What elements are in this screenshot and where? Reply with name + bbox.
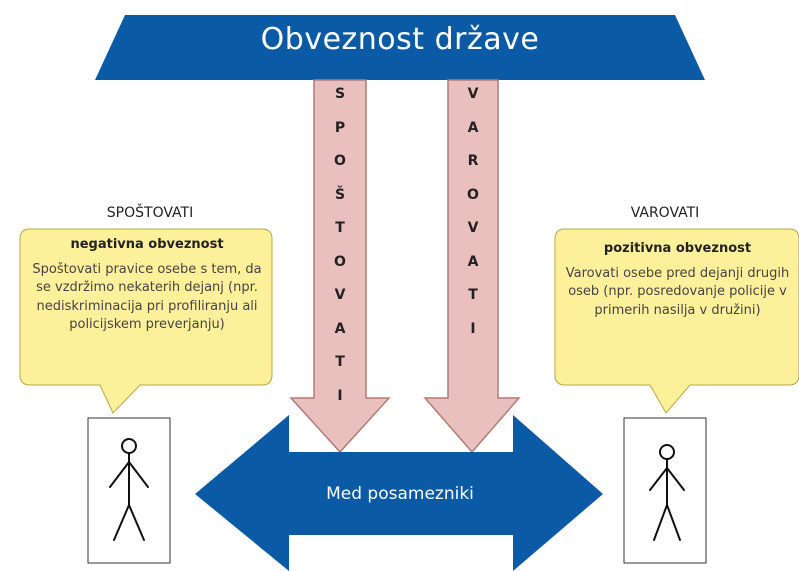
protect-arrow-letter: T	[468, 287, 478, 303]
positive-obligation-bubble	[554, 228, 799, 414]
respect-arrow-letter: O	[334, 153, 346, 169]
protect-arrow	[423, 79, 521, 454]
respect-arrow-letter: P	[334, 119, 346, 136]
between-individuals-arrow	[195, 415, 603, 571]
respect-heading: SPOŠTOVATI	[106, 205, 194, 221]
respect-arrow-letter: A	[334, 320, 346, 337]
between-individuals-label: Med posamezniki	[326, 484, 474, 504]
respect-arrow-letter: O	[334, 253, 346, 270]
respect-arrow-letter: V	[334, 287, 346, 303]
respect-arrow-letter: I	[337, 387, 343, 404]
protect-heading: VAROVATI	[630, 205, 700, 221]
respect-arrow-letter: T	[335, 354, 345, 370]
negative-obligation-description: Spoštovati pravice osebe s tem, da se vz…	[32, 261, 262, 333]
negative-obligation-text-block: negativna obveznost Spoštovati pravice o…	[28, 236, 266, 335]
right-person-icon	[649, 444, 685, 541]
protect-arrow-letters: V A R O V A T I	[460, 78, 486, 346]
protect-arrow-letter: I	[470, 320, 476, 337]
protect-arrow-letter: R	[467, 153, 479, 169]
negative-obligation-bubble	[19, 228, 273, 414]
state-obligation-banner	[95, 15, 705, 80]
protect-arrow-letter: A	[467, 119, 479, 136]
respect-arrow	[289, 79, 391, 454]
respect-arrow-letters: S P O Š T O V A T I	[327, 78, 353, 413]
positive-obligation-description: Varovati osebe pred dejanji drugih oseb …	[565, 265, 790, 318]
banner-title: Obveznost države	[260, 22, 540, 57]
respect-arrow-letter: T	[335, 220, 345, 236]
right-person-frame	[623, 417, 707, 564]
negative-obligation-title: negativna obveznost	[70, 237, 224, 252]
protect-arrow-letter: O	[467, 186, 479, 203]
protect-arrow-letter: V	[467, 220, 479, 236]
positive-obligation-title: pozitivna obveznost	[603, 241, 752, 256]
left-person-icon	[109, 438, 149, 541]
respect-arrow-letter: S	[334, 86, 346, 102]
respect-arrow-letter: Š	[334, 186, 346, 203]
protect-arrow-letter: V	[467, 86, 479, 102]
protect-arrow-letter: A	[467, 253, 479, 270]
positive-obligation-text-block: pozitivna obveznost Varovati osebe pred …	[565, 240, 790, 320]
